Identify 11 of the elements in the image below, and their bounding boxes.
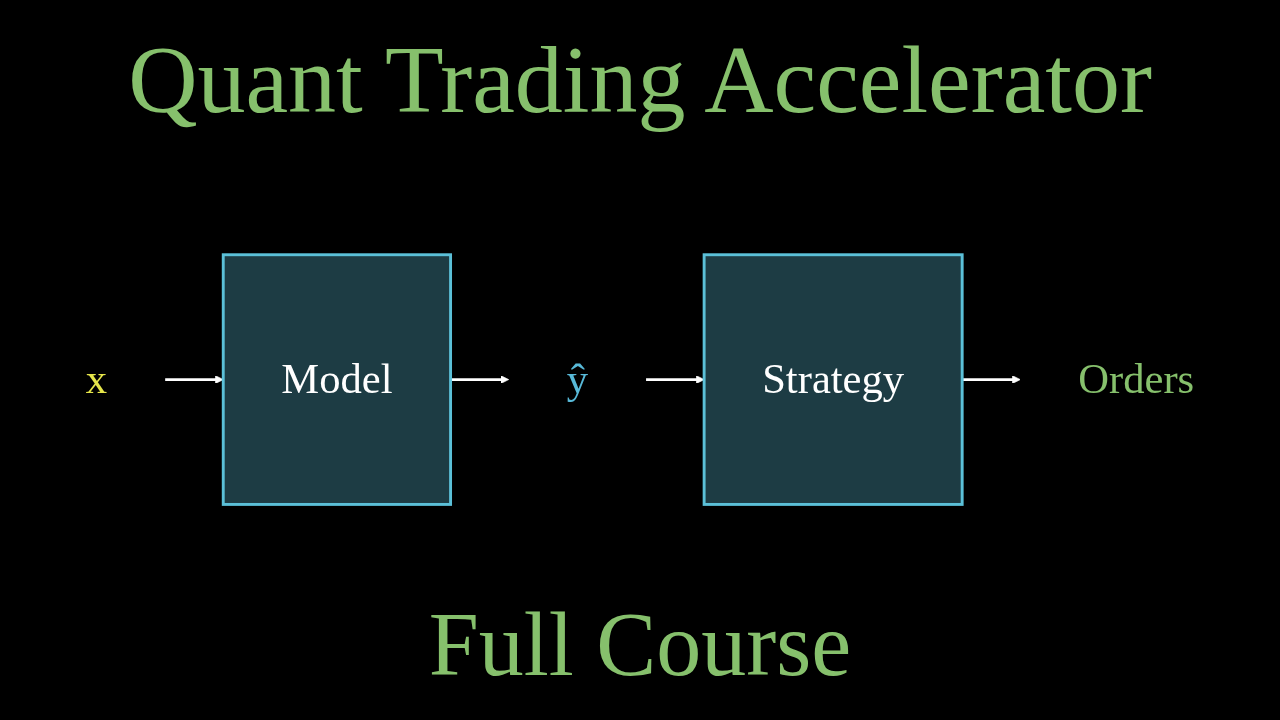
title: Quant Trading Accelerator [128, 25, 1152, 135]
arrow [165, 375, 224, 385]
node-box: Strategy [702, 253, 964, 507]
arrow [962, 375, 1021, 385]
node-text: ŷ [566, 355, 588, 404]
node-text: Orders [1078, 355, 1195, 404]
caption: Full Course [428, 594, 852, 696]
node-box: Model [221, 253, 452, 507]
arrow [450, 375, 509, 385]
node-text: x [85, 355, 108, 404]
arrow [646, 375, 705, 385]
